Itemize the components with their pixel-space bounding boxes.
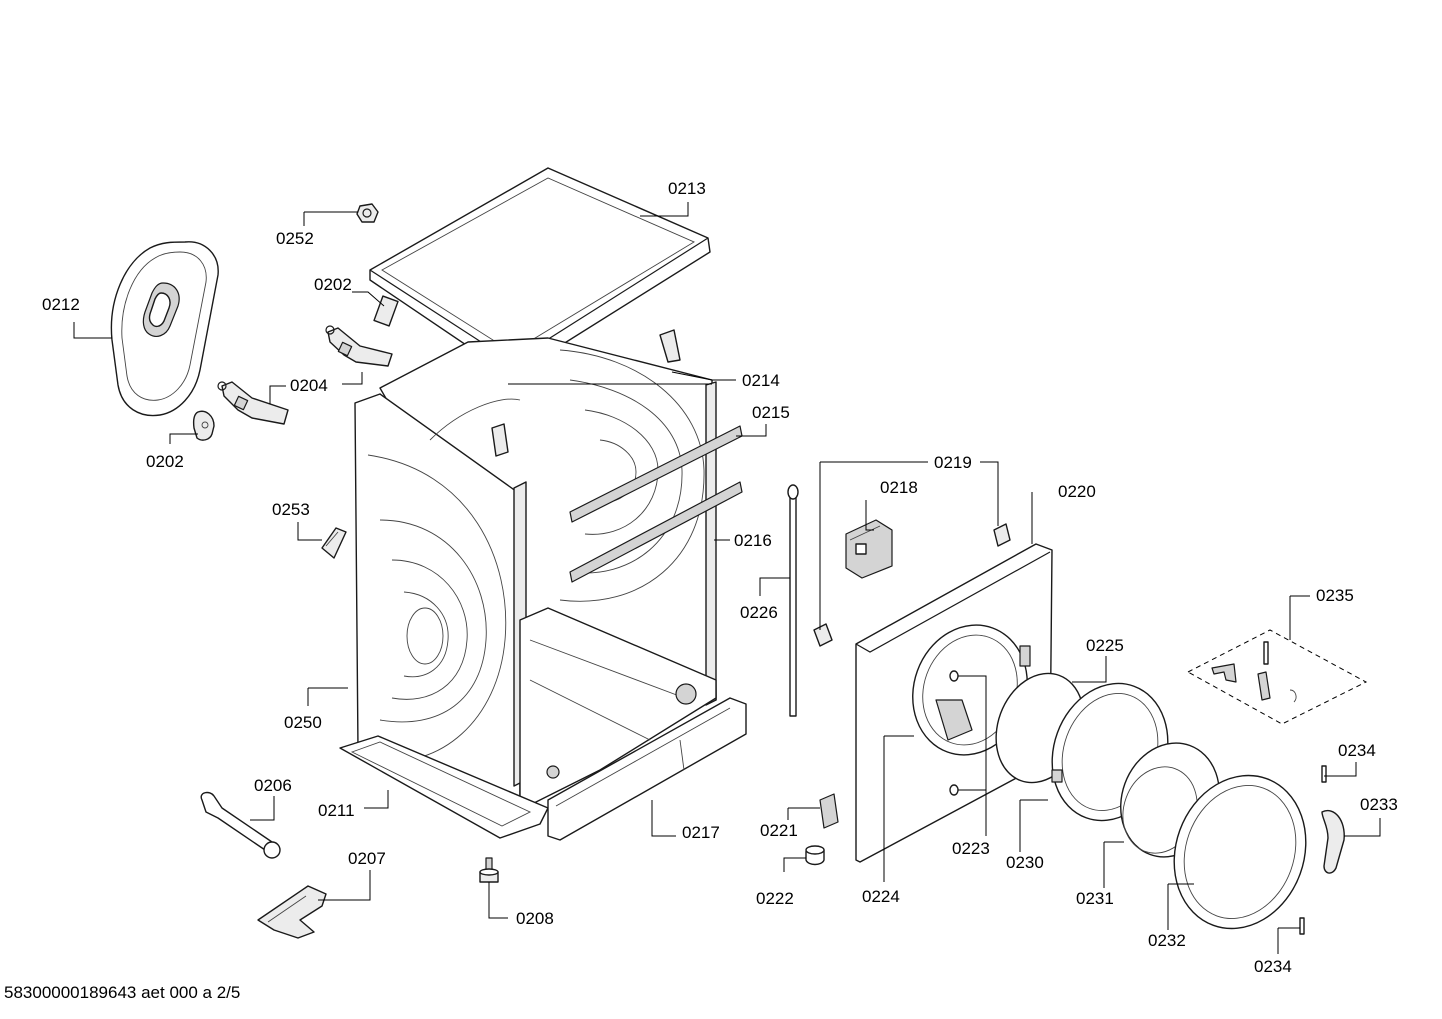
hose-0226 xyxy=(787,484,799,717)
label-0234-bottom: 0234 xyxy=(1254,957,1292,976)
label-0232: 0232 xyxy=(1148,931,1186,950)
knob-0222 xyxy=(805,845,825,866)
label-0208: 0208 xyxy=(516,909,554,928)
label-0212: 0212 xyxy=(42,295,80,314)
label-0217: 0217 xyxy=(682,823,720,842)
label-0225: 0225 xyxy=(1086,636,1124,655)
label-0223: 0223 xyxy=(952,839,990,858)
leader-lines xyxy=(73,202,1381,954)
bracket-0253 xyxy=(321,527,347,559)
label-0224: 0224 xyxy=(862,887,900,906)
label-0206: 0206 xyxy=(254,776,292,795)
label-0231: 0231 xyxy=(1076,889,1114,908)
shock-absorber-0204 xyxy=(217,325,393,425)
label-0250: 0250 xyxy=(284,713,322,732)
label-0218: 0218 xyxy=(880,478,918,497)
kick-plate-0217 xyxy=(547,697,747,841)
kit-0235 xyxy=(1186,629,1368,725)
transport-plate-0207 xyxy=(257,885,327,939)
door-ring-0232 xyxy=(1173,774,1307,930)
clip-0202-bottom xyxy=(192,410,215,441)
clip-0219-right xyxy=(993,523,1011,547)
clip-0219-left xyxy=(813,623,833,647)
nut-0252 xyxy=(356,203,379,223)
label-0253: 0253 xyxy=(272,500,310,519)
label-0213: 0213 xyxy=(668,179,706,198)
label-0204: 0204 xyxy=(290,376,328,395)
label-0230: 0230 xyxy=(1006,853,1044,872)
label-0252: 0252 xyxy=(276,229,314,248)
label-0234-top: 0234 xyxy=(1338,741,1376,760)
base-plate-0211 xyxy=(339,735,549,839)
wrench-0206 xyxy=(200,791,281,859)
label-0222: 0222 xyxy=(756,889,794,908)
module-0218 xyxy=(845,519,893,579)
lock-0221 xyxy=(819,793,839,829)
label-0219: 0219 xyxy=(934,453,972,472)
pin-0234-top xyxy=(1321,765,1327,783)
label-0202-top: 0202 xyxy=(314,275,352,294)
label-0207: 0207 xyxy=(348,849,386,868)
label-0226: 0226 xyxy=(740,603,778,622)
cabinet-housing-0250 xyxy=(354,329,743,821)
side-panel-0212 xyxy=(110,241,219,417)
label-0215: 0215 xyxy=(752,403,790,422)
screw-foot-0208 xyxy=(479,857,499,883)
label-0211: 0211 xyxy=(318,801,355,820)
label-0214: 0214 xyxy=(742,371,780,390)
handle-0233 xyxy=(1321,809,1345,874)
pin-0234-bottom xyxy=(1299,917,1305,935)
label-0233: 0233 xyxy=(1360,795,1398,814)
label-0216: 0216 xyxy=(734,531,772,550)
label-0202-bottom: 0202 xyxy=(146,452,184,471)
part-labels: 0213 0252 0202 0212 0204 0214 0202 0215 … xyxy=(42,179,1398,976)
document-id-footer: 58300000189643 aet 000 a 2/5 xyxy=(4,983,241,1002)
label-0220: 0220 xyxy=(1058,482,1096,501)
label-0235: 0235 xyxy=(1316,586,1354,605)
label-0221: 0221 xyxy=(760,821,798,840)
